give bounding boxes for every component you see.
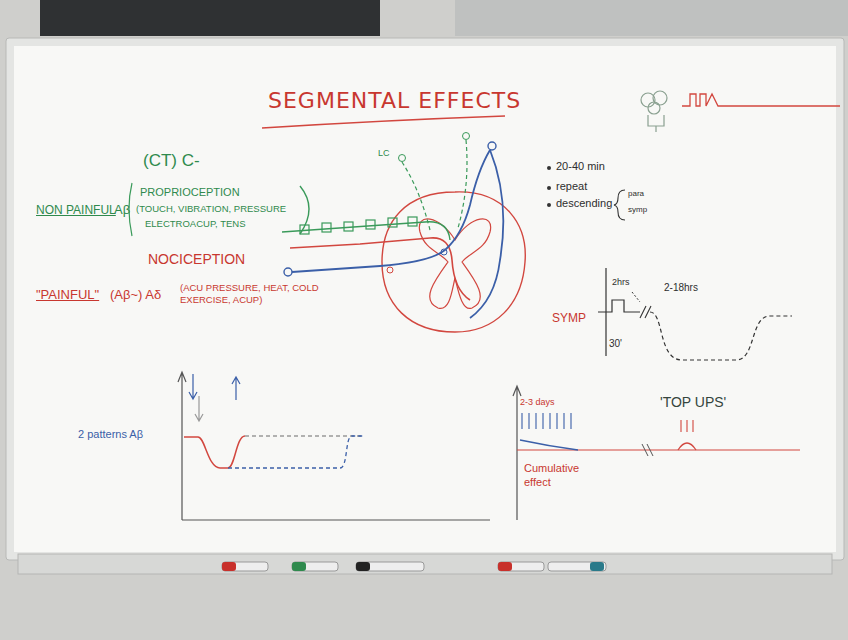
leader-line bbox=[632, 292, 640, 302]
graph-axis bbox=[182, 519, 490, 520]
wall-panel bbox=[40, 0, 380, 36]
marker bbox=[292, 562, 338, 571]
bullet bbox=[547, 186, 551, 190]
marker bbox=[222, 562, 268, 571]
baseline bbox=[517, 449, 800, 450]
myelin-segment bbox=[366, 220, 375, 229]
board-label: (CT) C- bbox=[143, 150, 200, 171]
board-label: SYMP bbox=[552, 311, 586, 326]
marker-cap bbox=[590, 562, 604, 571]
title-underline bbox=[262, 116, 505, 128]
cumulative-curve bbox=[520, 440, 578, 450]
myelin-segment bbox=[408, 217, 417, 226]
pattern-curve bbox=[245, 435, 362, 436]
board-label: 20-40 min bbox=[556, 160, 605, 174]
bracket bbox=[300, 186, 309, 234]
board-label: NON PAINFUL bbox=[36, 203, 116, 218]
descending-fibre bbox=[470, 150, 503, 318]
board-frame bbox=[6, 38, 844, 560]
board-label: PROPRIOCEPTION bbox=[140, 186, 240, 200]
board-label: LC bbox=[378, 148, 390, 159]
waveform bbox=[682, 94, 840, 106]
marker-cap bbox=[498, 562, 512, 571]
tree-doodle bbox=[641, 91, 667, 132]
marker-cap bbox=[292, 562, 306, 571]
bullet bbox=[547, 166, 551, 170]
marker-cap bbox=[222, 562, 236, 571]
myelin-segment bbox=[388, 218, 397, 227]
ascending-path bbox=[402, 162, 430, 230]
board-label: repeat bbox=[556, 180, 587, 194]
session-ticks bbox=[522, 413, 571, 429]
neuron-dot bbox=[463, 133, 470, 140]
board-label: 2 patterns Aβ bbox=[78, 428, 146, 442]
graph-axis bbox=[178, 372, 186, 520]
myelin-segment bbox=[322, 223, 331, 232]
board-label: 'TOP UPS' bbox=[660, 394, 726, 412]
myelin-segments bbox=[300, 217, 417, 234]
ascending-path bbox=[458, 140, 467, 228]
fibre-cell bbox=[284, 268, 292, 276]
stimulus-arrow bbox=[232, 377, 240, 400]
pattern-curve bbox=[228, 436, 364, 468]
marker bbox=[548, 562, 606, 571]
board-label: para bbox=[628, 189, 644, 199]
neuron-dot bbox=[387, 267, 393, 273]
brace bbox=[614, 190, 625, 220]
marker-cap bbox=[356, 562, 370, 571]
marker bbox=[356, 562, 424, 571]
doodle-stroke bbox=[648, 102, 660, 114]
stimulus-pulse bbox=[598, 300, 640, 312]
board-title: SEGMENTAL EFFECTS bbox=[268, 88, 521, 113]
axis-break bbox=[642, 444, 653, 456]
marker-tray bbox=[18, 554, 832, 574]
board-label: NOCICEPTION bbox=[148, 251, 245, 269]
board-surface bbox=[14, 46, 836, 552]
sympathetic-curve bbox=[650, 312, 792, 360]
board-label: (TOUCH, VIBRATION, PRESSURE bbox=[136, 203, 286, 215]
stimulus-arrow bbox=[195, 396, 203, 421]
doodle-stroke bbox=[648, 115, 664, 132]
top-up-bump bbox=[678, 443, 696, 450]
graph-axis bbox=[513, 386, 521, 520]
neuron-dot bbox=[441, 249, 447, 255]
board-label: "PAINFUL" bbox=[36, 287, 99, 303]
stimulus-arrow bbox=[189, 374, 197, 399]
board-label: (Aβ~) Aδ bbox=[110, 287, 161, 303]
board-label: Cumulative effect bbox=[524, 462, 600, 490]
wall-panel bbox=[455, 0, 848, 36]
axis-break bbox=[640, 306, 651, 318]
board-label: 2-3 days bbox=[520, 397, 555, 408]
pattern-curve bbox=[184, 436, 245, 468]
fibre-cell bbox=[488, 142, 496, 150]
board-label: (ACU PRESSURE, HEAT, COLD EXERCISE, ACUP… bbox=[180, 282, 332, 306]
myelin-segment bbox=[300, 225, 309, 234]
board-label: Aβ bbox=[114, 202, 130, 218]
myelin-segment bbox=[344, 222, 353, 231]
board-label: 2hrs bbox=[612, 277, 630, 288]
board-label: descending bbox=[556, 197, 612, 211]
descending-fibre bbox=[292, 150, 490, 272]
doodle-stroke bbox=[653, 91, 667, 105]
board-label: symp bbox=[628, 205, 647, 215]
neuron-dot bbox=[399, 155, 406, 162]
board-label: ELECTROACUP, TENS bbox=[145, 218, 245, 230]
marker bbox=[498, 562, 544, 571]
board-label: 2-18hrs bbox=[664, 282, 698, 295]
board-label: 30' bbox=[609, 338, 622, 351]
session-ticks bbox=[681, 420, 693, 432]
grey-matter bbox=[419, 219, 490, 309]
bullet bbox=[547, 203, 551, 207]
